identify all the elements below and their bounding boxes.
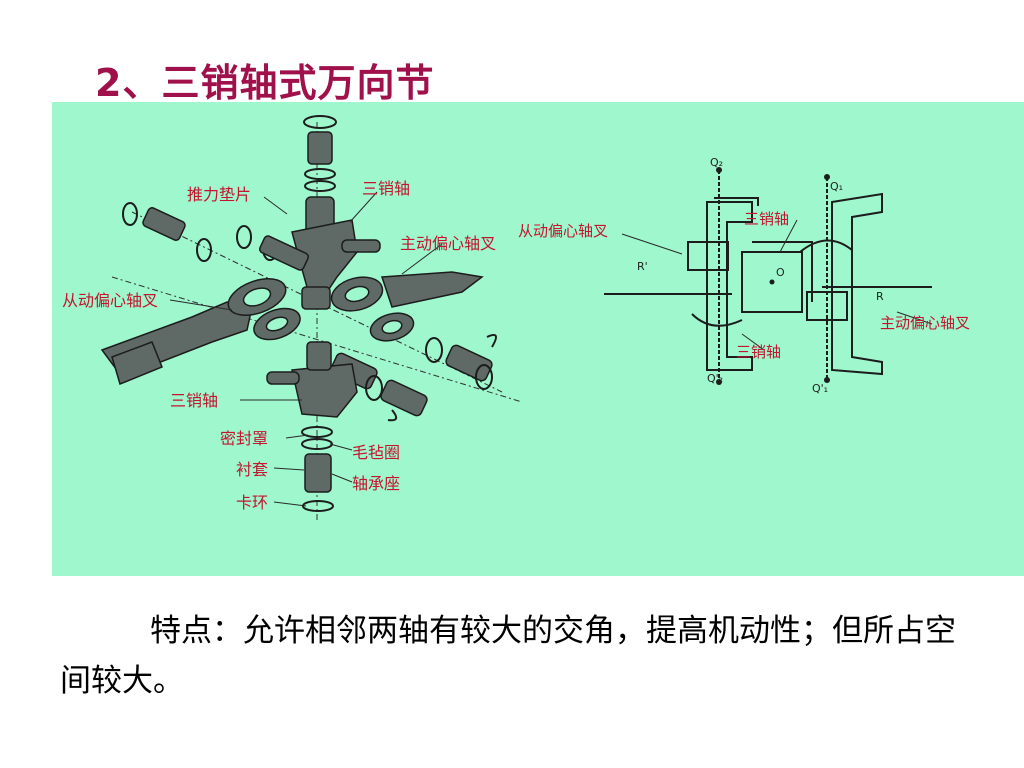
schematic-view: Q₂ Q₁ Q'₂ Q'₁ R' R O 从动偏心轴叉 三销轴 主动偏心轴叉 三… [518,156,970,395]
bottom-tripod-shaft [266,341,358,512]
exploded-view: 推力垫片 三销轴 主动偏心轴叉 从动偏心轴叉 三销轴 密封罩 毛毡圈 衬套 轴承… [62,115,523,522]
label-thrust-washer: 推力垫片 [187,185,251,204]
label-tripod-shaft-bottom: 三销轴 [170,391,218,410]
label-driven-yoke: 从动偏心轴叉 [62,291,158,310]
right-lower-rings [425,334,497,390]
label-bushing: 衬套 [236,460,268,479]
driving-yoke-right [330,271,484,342]
diagram-panel: 推力垫片 三销轴 主动偏心轴叉 从动偏心轴叉 三销轴 密封罩 毛毡圈 衬套 轴承… [52,102,1024,576]
label-driven-yoke-right: 从动偏心轴叉 [518,222,608,240]
symbol-r-prime: R' [637,260,648,273]
symbol-q1: Q₁ [830,180,843,193]
symbol-q1-prime: Q'₁ [812,382,828,395]
symbol-q2: Q₂ [710,156,723,169]
label-snap-ring: 卡环 [236,493,268,512]
label-seal-cover: 密封罩 [220,429,268,448]
top-bearing-stack [303,115,337,238]
label-driving-yoke: 主动偏心轴叉 [400,234,496,253]
tripod-center-block [741,251,803,313]
label-tripod-shaft-top-right: 三销轴 [744,210,789,228]
driven-shaft-spline [111,341,163,386]
label-felt-ring: 毛毡圈 [352,443,400,462]
label-bearing-seat: 轴承座 [352,474,400,493]
driven-yoke-frame [706,201,753,371]
leader-lines-left [169,191,443,507]
universal-joint-diagram: 推力垫片 三销轴 主动偏心轴叉 从动偏心轴叉 三销轴 密封罩 毛毡圈 衬套 轴承… [62,115,970,522]
symbol-o: O [776,266,785,279]
driving-yoke-frame [831,192,883,376]
label-tripod-shaft-top: 三销轴 [362,179,410,198]
leader-lines-right [621,219,933,351]
slide-title: 2、三销轴式万向节 [95,61,435,105]
label-driving-yoke-right: 主动偏心轴叉 [880,314,970,332]
feature-text: 特点：允许相邻两轴有较大的交角，提高机动性；但所占空间较大。 [60,613,956,699]
feature-description: 特点：允许相邻两轴有较大的交角，提高机动性；但所占空间较大。 [60,606,960,706]
diagonal-axis-a [111,276,523,403]
left-upper-rings [122,202,309,271]
symbol-q2-prime: Q'₂ [707,372,723,385]
top-tripod-shaft [291,219,381,310]
label-tripod-shaft-bottom-right: 三销轴 [736,343,781,361]
symbol-r: R [876,290,884,303]
